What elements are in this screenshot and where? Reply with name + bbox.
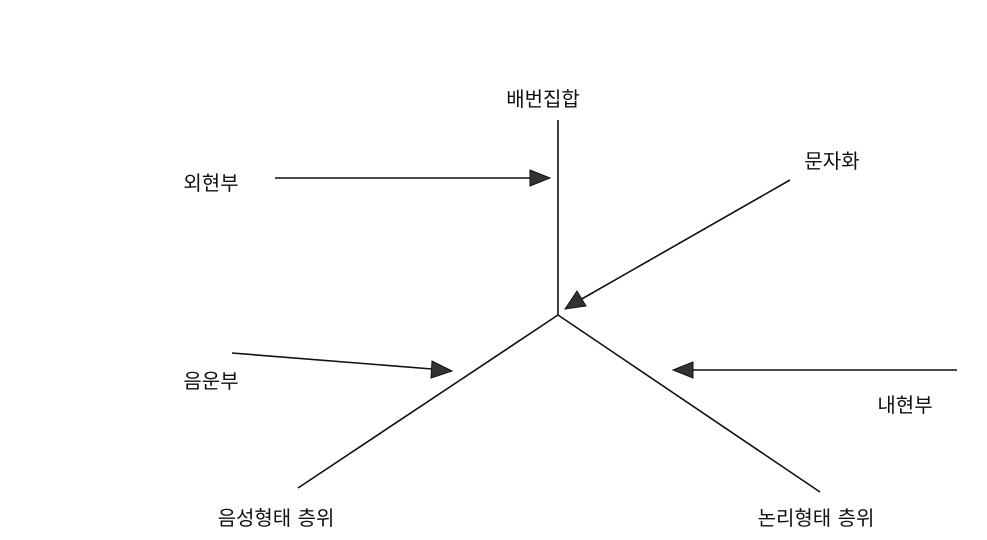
label-covert: 내현부 — [877, 393, 932, 417]
pf-branch-line — [297, 314, 559, 489]
lf-branch-line — [557, 314, 821, 493]
phonology-arrow-line — [231, 352, 433, 370]
label-top: 배번집합 — [506, 87, 580, 111]
spellout-arrowhead-icon — [563, 290, 587, 310]
label-phonology: 음운부 — [183, 369, 238, 393]
label-pf: 음성형태 층위 — [218, 506, 335, 530]
phonology-arrowhead-icon — [430, 360, 454, 379]
label-overt: 외현부 — [183, 171, 238, 195]
covert-arrowhead-icon — [671, 361, 694, 379]
spellout-arrow-line — [579, 179, 791, 301]
overt-arrowhead-icon — [529, 169, 552, 187]
label-spellout: 문자화 — [804, 149, 859, 173]
label-lf: 논리형태 층위 — [758, 506, 875, 530]
